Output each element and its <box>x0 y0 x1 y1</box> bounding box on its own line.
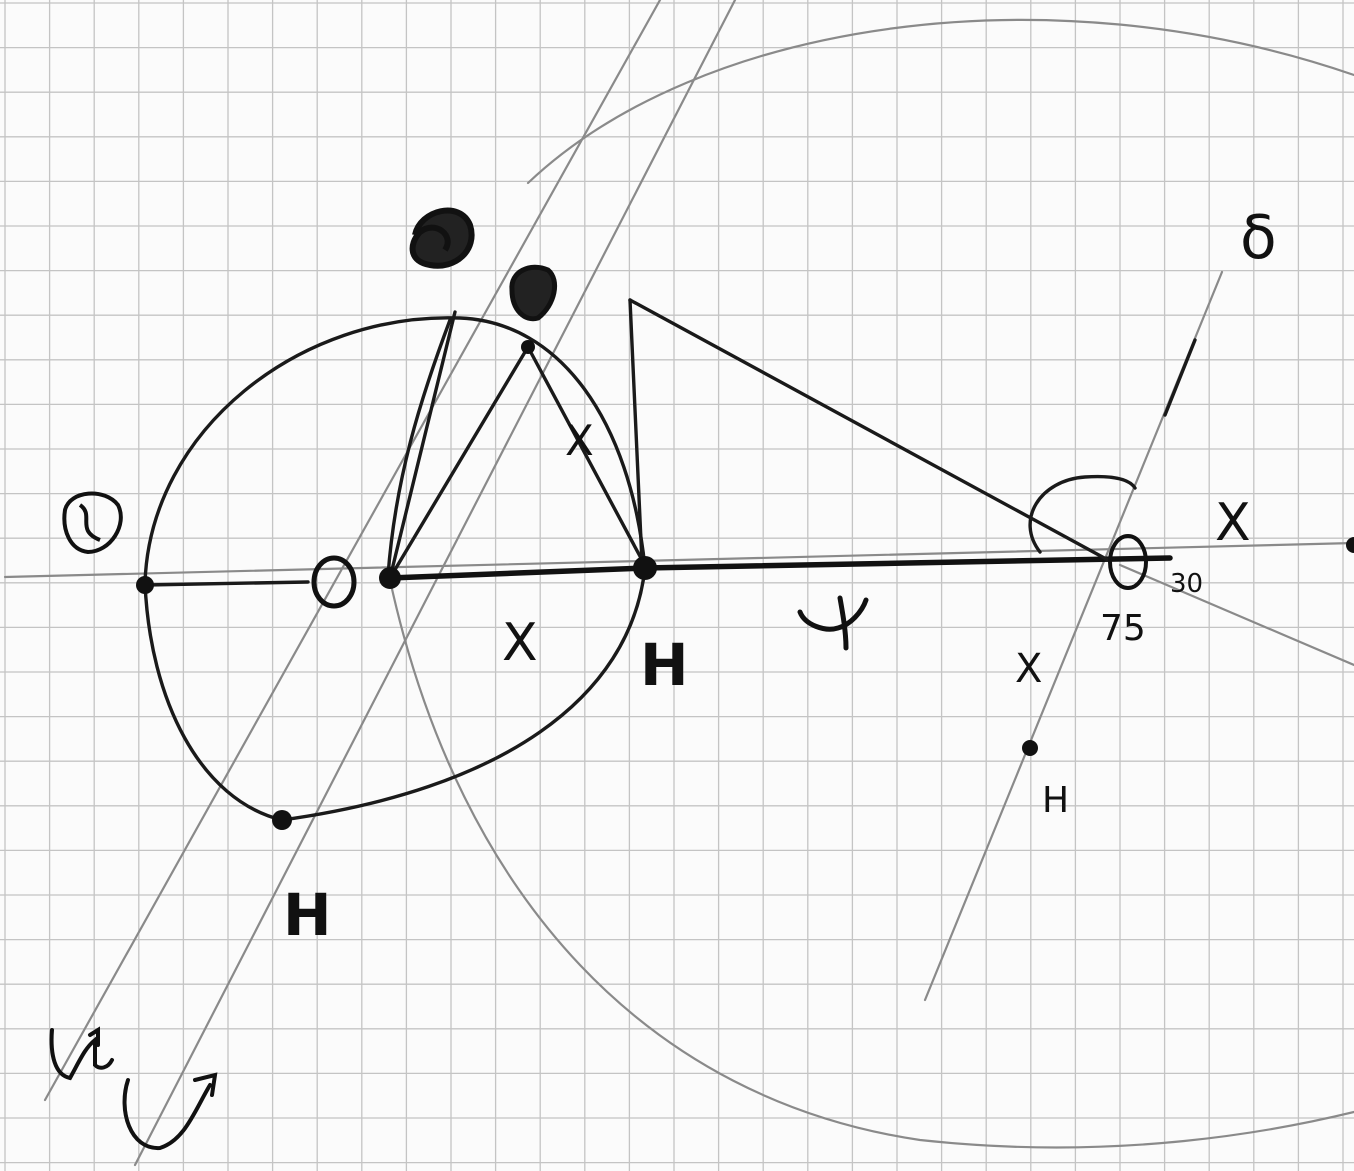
cross-mark-right: X <box>1215 493 1251 553</box>
point-center <box>379 567 401 589</box>
arrow-glyph-right <box>122 1072 218 1151</box>
point-h-center <box>633 556 657 580</box>
delta-line-ink <box>1163 338 1197 417</box>
open-circle-75 <box>1108 534 1148 590</box>
large-arc-top <box>526 18 1354 185</box>
open-circle-o <box>311 555 357 609</box>
parallel-line-right <box>133 0 737 1167</box>
scribble-left <box>62 491 123 555</box>
points <box>136 340 1354 830</box>
psi-symbol <box>797 595 869 651</box>
diameter-left <box>143 580 310 587</box>
label-h-right: H <box>1042 780 1069 821</box>
chord-to-point <box>388 345 530 580</box>
point-top-arc <box>521 340 535 354</box>
scribble-top-left <box>409 207 475 269</box>
cross-mark-delta: X <box>1015 646 1042 692</box>
scribble-top-center <box>509 264 558 322</box>
label-delta: δ <box>1240 203 1277 273</box>
construction-lines <box>3 0 1354 1167</box>
large-arc-bottom <box>388 578 1354 1149</box>
chord-to-top-double <box>386 318 452 578</box>
axis-segment <box>642 555 1173 571</box>
angle-arc-75 <box>1028 474 1137 554</box>
text-labels: H H H 75 30 δ X X X X X <box>283 203 1277 949</box>
label-h-bottom-left: H <box>283 881 332 949</box>
label-h-center: H <box>640 631 689 699</box>
point-h-bottom <box>272 810 292 830</box>
cross-mark-circle: X <box>502 613 538 673</box>
cross-mark-chord: X <box>565 416 594 465</box>
point-far-right <box>1346 537 1354 553</box>
point-left <box>136 576 154 594</box>
horizontal-axis-line <box>3 541 1354 579</box>
chord-to-top <box>388 310 457 580</box>
arc-chord-right <box>526 345 644 562</box>
point-h-right <box>1022 740 1038 756</box>
triangle-vertical <box>628 298 644 565</box>
special-marks <box>49 207 1148 1151</box>
triangle-hypotenuse <box>628 298 1110 562</box>
ray-below-axis <box>1118 563 1354 667</box>
parallel-line-left <box>43 0 662 1102</box>
arrow-glyph-left <box>49 1026 114 1081</box>
label-angle-30: 30 <box>1170 569 1203 599</box>
label-angle-75: 75 <box>1100 608 1146 649</box>
diameter-right <box>387 565 648 581</box>
